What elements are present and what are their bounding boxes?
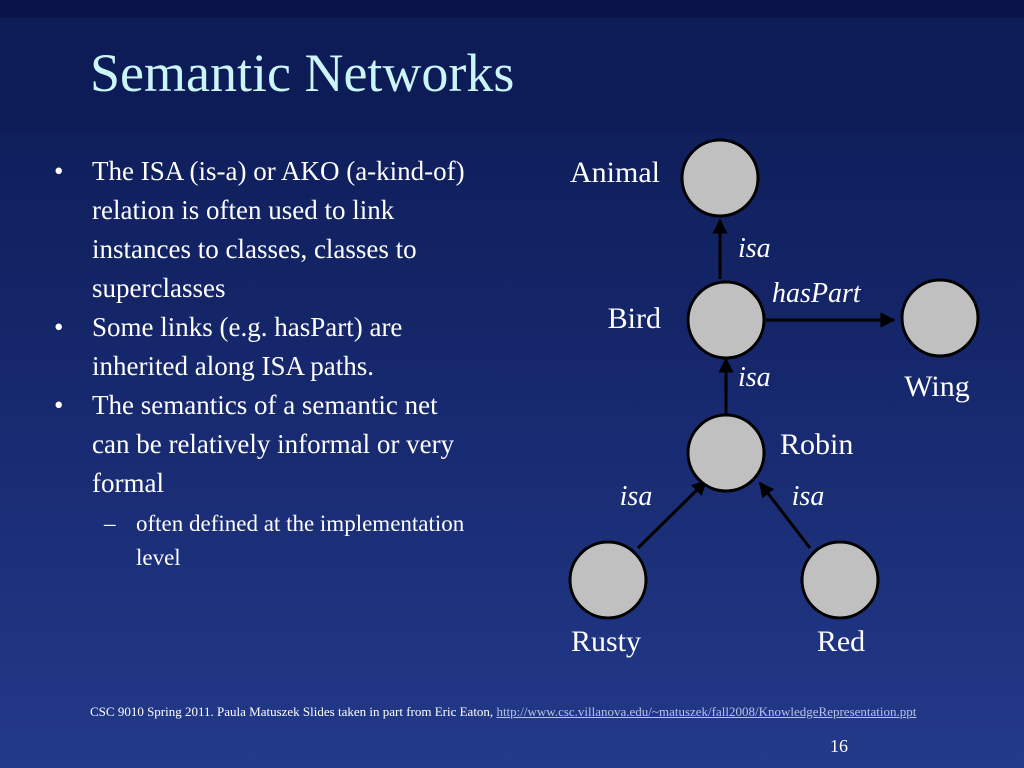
slide-title: Semantic Networks	[90, 43, 515, 103]
edge-label-bird-animal: isa	[738, 233, 771, 264]
edge-label-rusty-robin: isa	[620, 481, 653, 512]
bullet-item: • The ISA (is-a) or AKO (a-kind-of) rela…	[40, 152, 480, 308]
sub-bullet-marker: –	[104, 511, 116, 536]
node-red	[800, 540, 880, 620]
bullet-text: The semantics of a semantic net can be r…	[92, 390, 455, 498]
node-label-robin: Robin	[780, 428, 853, 461]
node-label-red: Red	[817, 625, 865, 658]
bullet-marker: •	[54, 390, 64, 420]
page-number: 16	[830, 736, 848, 756]
edge-label-red-robin: isa	[792, 481, 825, 512]
node-robin	[686, 413, 766, 493]
bullet-item: • The semantics of a semantic net can be…	[40, 386, 480, 575]
edge-red-robin	[758, 481, 812, 549]
node-bird	[686, 280, 766, 360]
bullet-marker: •	[54, 312, 64, 342]
edge-rusty-robin	[636, 479, 708, 550]
sub-bullet-item: – often defined at the implementation le…	[92, 507, 480, 575]
bullet-list: • The ISA (is-a) or AKO (a-kind-of) rela…	[40, 152, 480, 575]
node-label-wing: Wing	[904, 370, 969, 403]
footer: CSC 9010 Spring 2011. Paula Matuszek Sli…	[90, 704, 916, 720]
node-animal	[680, 138, 760, 218]
node-rusty	[568, 540, 648, 620]
node-label-rusty: Rusty	[571, 625, 641, 658]
footer-text: CSC 9010 Spring 2011. Paula Matuszek Sli…	[90, 704, 494, 719]
bullet-marker: •	[54, 156, 64, 186]
bullet-text: Some links (e.g. hasPart) are inherited …	[92, 312, 403, 381]
edge-label-robin-bird: isa	[738, 362, 771, 393]
edge-label-bird-wing: hasPart	[772, 278, 862, 309]
node-wing	[900, 278, 980, 358]
sub-bullet-text: often defined at the implementation leve…	[136, 511, 465, 570]
node-label-animal: Animal	[570, 156, 660, 189]
node-label-bird: Bird	[608, 302, 661, 335]
title-band	[0, 18, 1024, 130]
bullet-item: • Some links (e.g. hasPart) are inherite…	[40, 308, 480, 386]
top-band	[0, 0, 1024, 18]
sub-bullet-list: – often defined at the implementation le…	[92, 507, 480, 575]
footer-link[interactable]: http://www.csc.villanova.edu/~matuszek/f…	[496, 704, 917, 719]
bullet-text: The ISA (is-a) or AKO (a-kind-of) relati…	[92, 156, 465, 303]
